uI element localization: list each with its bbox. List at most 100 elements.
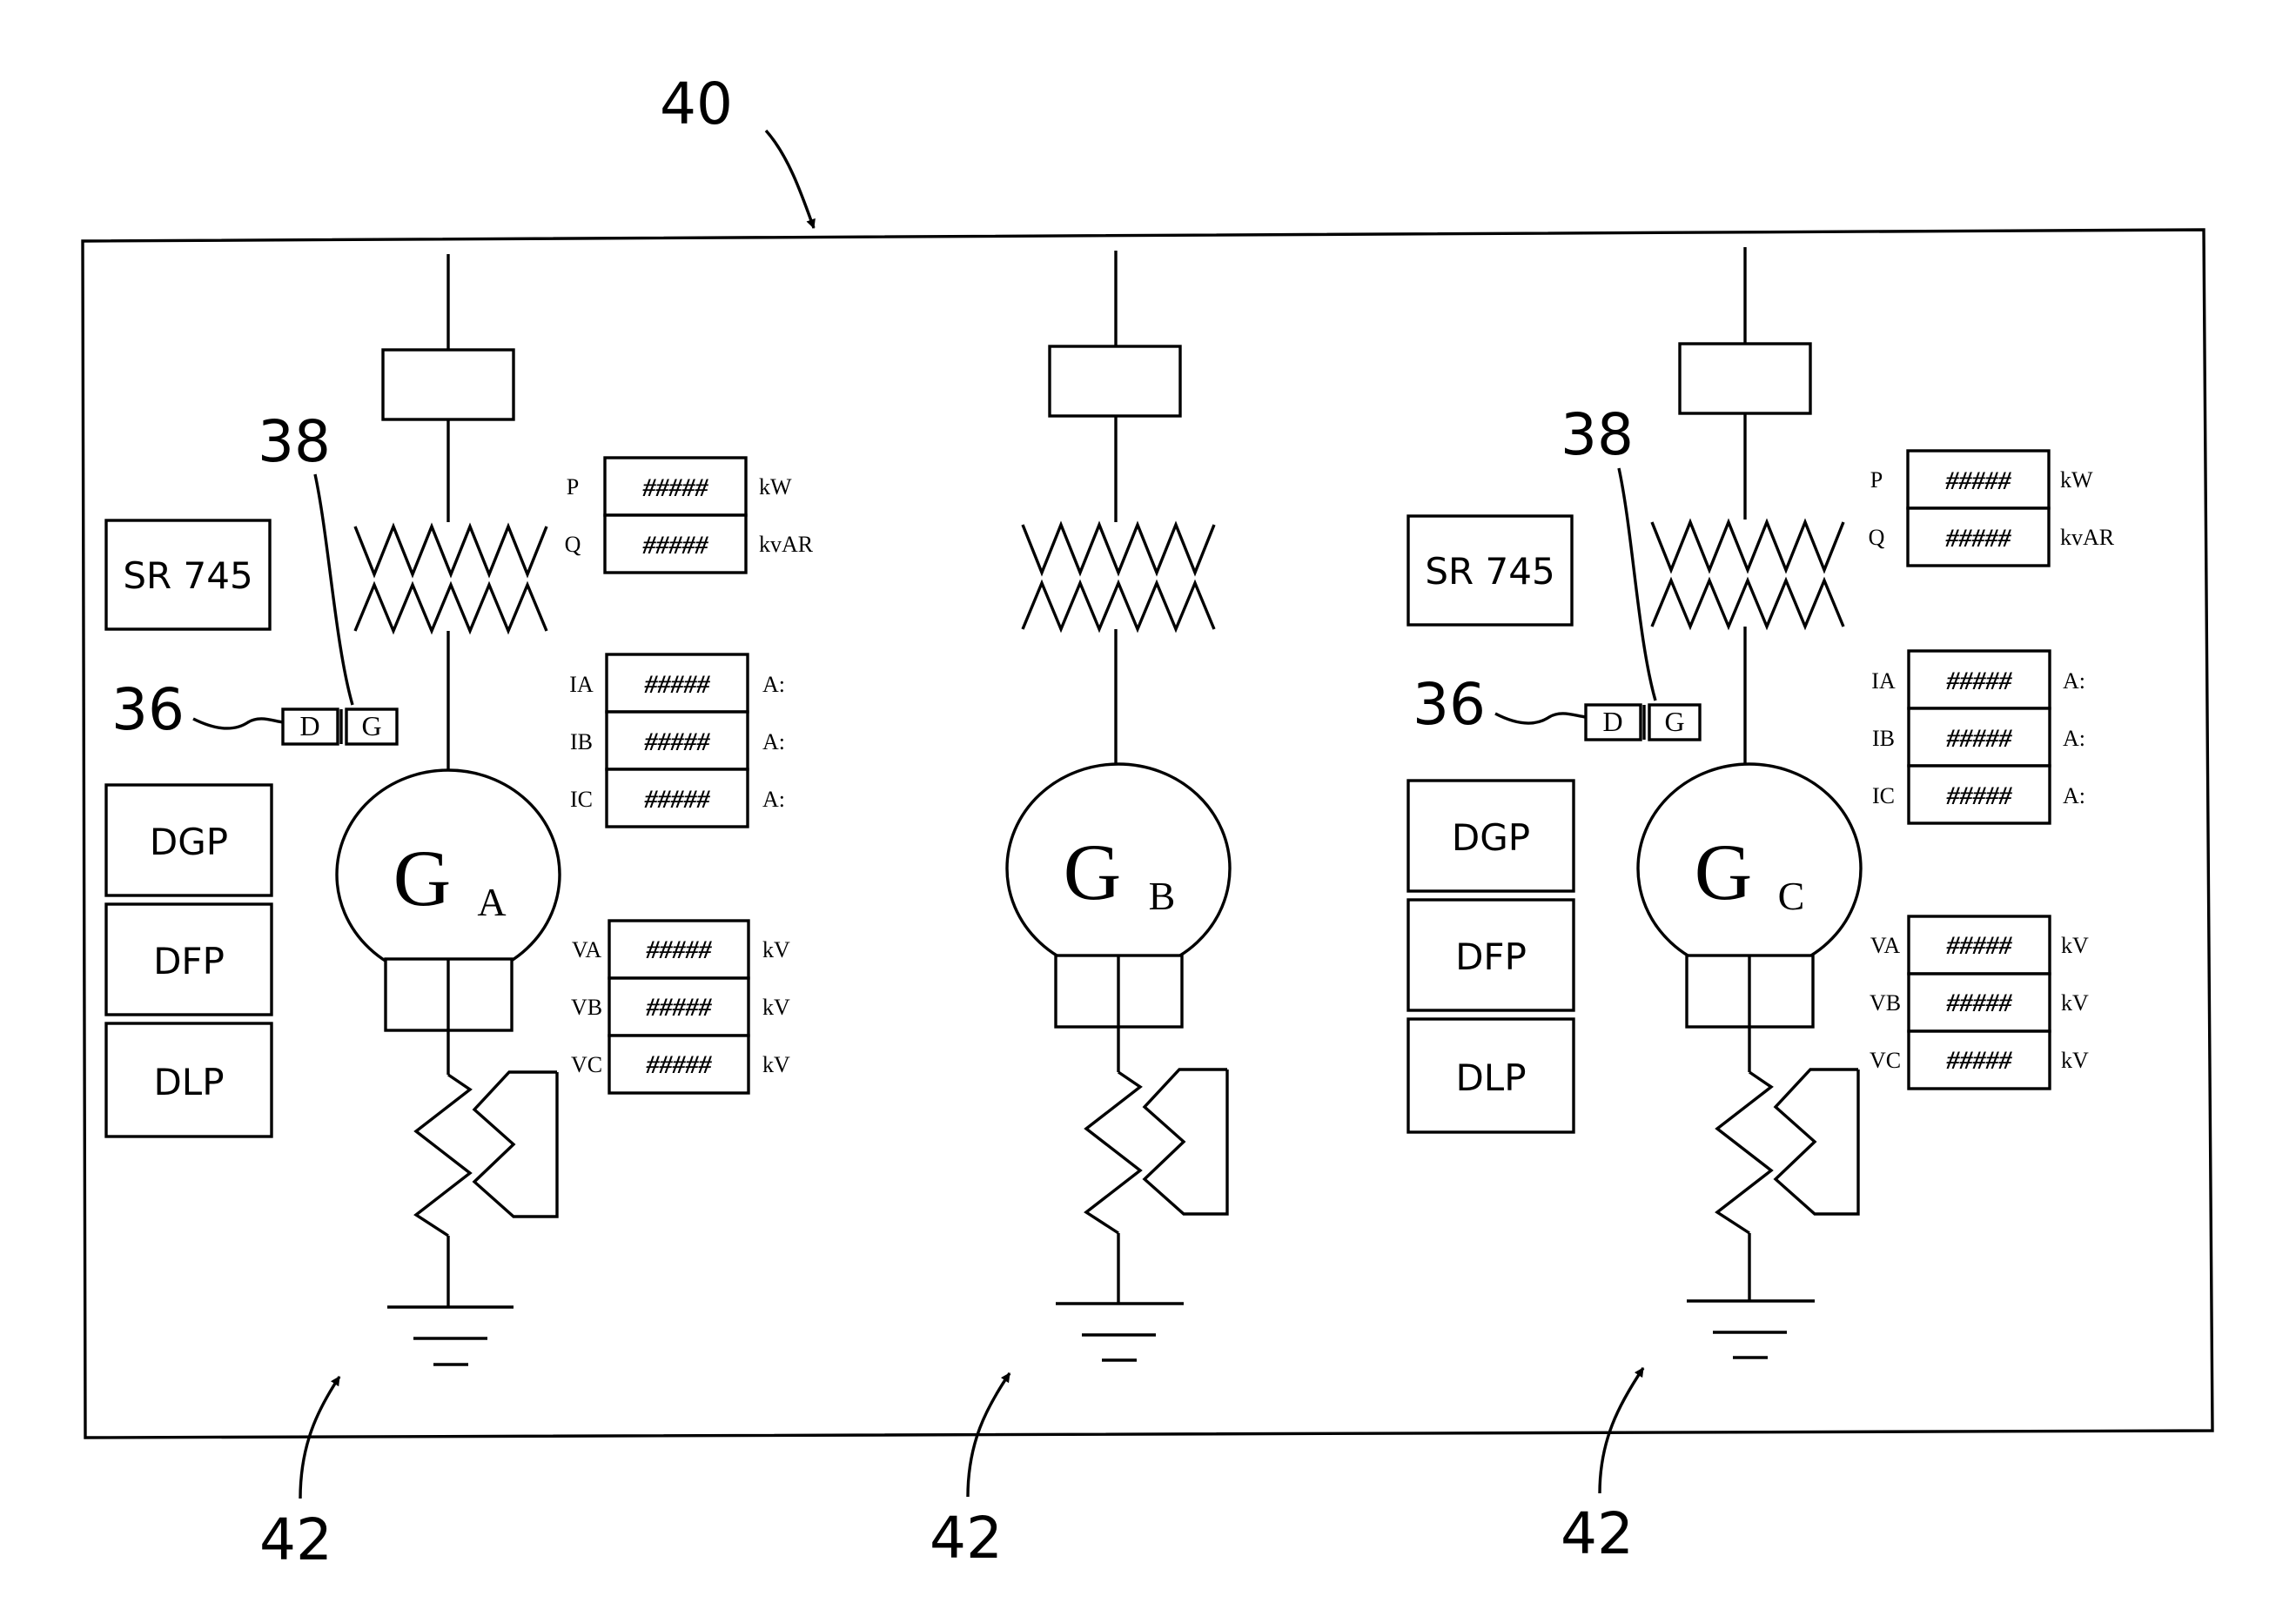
- meter-unit: A:: [762, 729, 785, 754]
- voltage-meter-group: VA ##### kV VB ##### kV VC ##### kV: [571, 921, 790, 1093]
- meter-label: Q: [1869, 525, 1885, 550]
- ref-40-label: 40: [660, 70, 733, 137]
- meter-label: Q: [565, 532, 581, 557]
- generator-column-a: G A SR 745 38 36 D G DGP DFP DLP: [106, 254, 814, 1573]
- generator-c-label: G: [1695, 828, 1752, 916]
- meter-value: #####: [646, 935, 713, 964]
- meter-label: VA: [1870, 933, 1900, 958]
- ref-42-label: 42: [930, 1505, 1003, 1572]
- protection-label-dgp: DGP: [150, 821, 228, 863]
- transformer-secondary-winding: [1652, 580, 1843, 627]
- meter-value: #####: [646, 993, 713, 1022]
- generator-b-label: G: [1064, 828, 1121, 916]
- switch-d-label: D: [1602, 706, 1622, 737]
- grounding-coil: [474, 1072, 557, 1217]
- breaker-box: [1680, 344, 1810, 413]
- meter-value: #####: [644, 728, 711, 756]
- meter-unit: A:: [762, 672, 785, 697]
- meter-value: #####: [642, 473, 709, 502]
- meter-unit: A:: [762, 787, 785, 812]
- relay-model-label: SR 745: [123, 554, 252, 597]
- meter-unit: kV: [762, 937, 790, 962]
- meter-unit: kvAR: [2060, 525, 2115, 550]
- grounding-coil: [1776, 1070, 1858, 1214]
- generator-b-subscript: B: [1149, 874, 1176, 918]
- grounding-resistor: [416, 1075, 470, 1236]
- ref-42-label: 42: [259, 1506, 332, 1573]
- meter-value: #####: [1946, 667, 2013, 695]
- current-meter-group: IA ##### A: IB ##### A: IC ##### A:: [1871, 651, 2085, 823]
- meter-label: IA: [569, 672, 594, 697]
- ref-38-leader: [1619, 468, 1655, 701]
- meter-label: VC: [571, 1052, 602, 1077]
- meter-label: IA: [1871, 668, 1896, 694]
- meter-label: IB: [1872, 726, 1895, 751]
- transformer-secondary-winding: [355, 585, 547, 631]
- meter-value: #####: [1945, 466, 2012, 495]
- ref-40-arrow: [766, 131, 814, 228]
- ref-36-label: 36: [111, 676, 185, 743]
- ref-42-label: 42: [1561, 1500, 1634, 1567]
- grounding-resistor: [1086, 1072, 1140, 1233]
- meter-label: VB: [571, 995, 602, 1020]
- meter-value: #####: [1946, 1046, 2013, 1075]
- meter-label: IC: [1872, 783, 1895, 808]
- ref-36-leader: [193, 719, 283, 728]
- meter-unit: kV: [762, 1052, 790, 1077]
- meter-unit: kW: [759, 474, 792, 500]
- meter-label: VA: [572, 937, 601, 962]
- breaker-box: [1050, 346, 1180, 416]
- current-meter-group: IA ##### A: IB ##### A: IC ##### A:: [569, 654, 785, 827]
- meter-value: #####: [644, 670, 711, 699]
- meter-unit: kvAR: [759, 532, 814, 557]
- transformer-primary-winding: [355, 526, 547, 574]
- grounding-resistor: [1717, 1072, 1771, 1233]
- protection-label-dfp: DFP: [1455, 935, 1527, 978]
- meter-value: #####: [642, 531, 709, 560]
- meter-value: #####: [646, 1050, 713, 1079]
- meter-unit: A:: [2063, 668, 2085, 694]
- meter-value: #####: [1946, 989, 2013, 1017]
- meter-value: #####: [1946, 781, 2013, 810]
- meter-value: #####: [1946, 724, 2013, 753]
- meter-unit: A:: [2063, 783, 2085, 808]
- meter-unit: kW: [2060, 467, 2093, 493]
- ref-38-leader: [315, 474, 352, 705]
- grounding-coil: [1145, 1070, 1227, 1214]
- voltage-meter-group: VA ##### kV VB ##### kV VC ##### kV: [1870, 916, 2089, 1089]
- power-meter-group: P ##### kW Q ##### kvAR: [1869, 451, 2115, 566]
- meter-value: #####: [1946, 931, 2013, 960]
- switch-g-label: G: [1664, 706, 1684, 737]
- meter-label: P: [567, 474, 579, 500]
- generator-c-subscript: C: [1778, 874, 1805, 918]
- transformer-primary-winding: [1652, 522, 1843, 570]
- generator-column-c: G C SR 745 38 36 D G DGP DFP DLP: [1408, 247, 2115, 1567]
- ref-36-leader: [1495, 714, 1586, 723]
- protection-label-dlp: DLP: [153, 1061, 224, 1103]
- breaker-box: [383, 350, 514, 419]
- generator-column-b: G B 42: [930, 251, 1230, 1572]
- relay-model-label: SR 745: [1425, 550, 1554, 593]
- meter-label: IB: [570, 729, 593, 754]
- ref-42-arrow: [1600, 1368, 1643, 1493]
- ref-36-label: 36: [1413, 671, 1486, 738]
- transformer-primary-winding: [1023, 525, 1214, 573]
- switch-g-label: G: [361, 710, 381, 741]
- meter-label: IC: [570, 787, 593, 812]
- meter-unit: kV: [2061, 933, 2089, 958]
- meter-unit: kV: [2061, 990, 2089, 1016]
- switch-d-label: D: [299, 710, 319, 741]
- generator-a-label: G: [393, 834, 451, 922]
- meter-unit: kV: [2061, 1048, 2089, 1073]
- protection-label-dfp: DFP: [153, 940, 225, 982]
- ref-38-label: 38: [1561, 401, 1634, 468]
- protection-label-dgp: DGP: [1452, 816, 1530, 859]
- protection-label-dlp: DLP: [1455, 1056, 1526, 1099]
- power-meter-group: P ##### kW Q ##### kvAR: [565, 458, 814, 573]
- ref-38-label: 38: [258, 408, 331, 475]
- meter-value: #####: [1945, 524, 2012, 553]
- generator-a-subscript: A: [477, 880, 506, 924]
- meter-unit: kV: [762, 995, 790, 1020]
- meter-value: #####: [644, 785, 711, 814]
